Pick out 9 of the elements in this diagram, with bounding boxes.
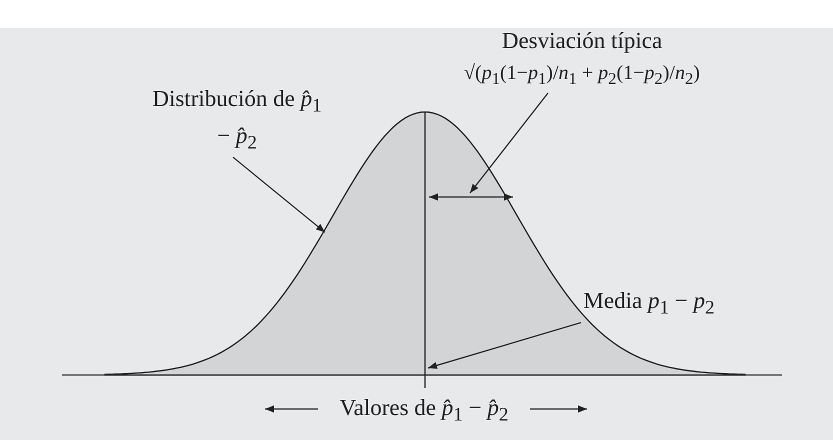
- heading: Desviación típica: [500, 27, 664, 55]
- leader-line: [428, 322, 582, 369]
- leader-line: [232, 156, 326, 233]
- leader-line: [470, 92, 548, 194]
- axis-label: Valores de p̂$_{1}$ − p̂$_{2}$: [338, 394, 510, 428]
- mean-label: Media p$_{1}$ − p$_{2}$: [582, 287, 716, 321]
- formula: √(p$_{1}$(1−p$_{1}$)/n$_{1}$ + p$_{2}$(1−p$_{2}$)/n$_{2}$): [463, 61, 701, 90]
- normal-curve: [104, 111, 746, 376]
- distribution-label: Distribución de p̂$_{1}$ − p̂$_{2}$: [151, 85, 323, 156]
